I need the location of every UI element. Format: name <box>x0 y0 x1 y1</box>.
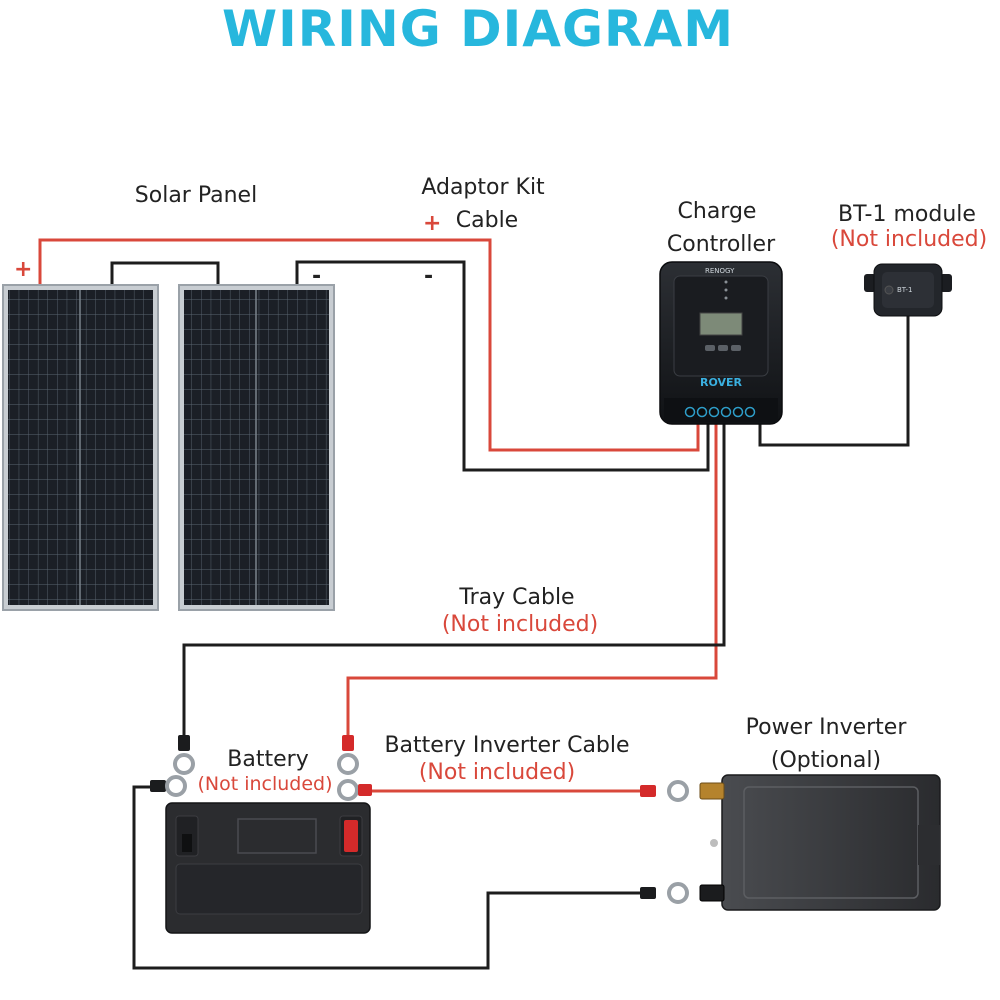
power-inverter-label: Power Inverter <box>746 715 908 740</box>
charge-label: Charge <box>678 199 757 224</box>
bt1-module-label: BT-1 module <box>838 202 976 227</box>
bt1-note: (Not included) <box>831 227 987 252</box>
ring-terminal-icon <box>640 780 689 802</box>
ring-terminal-icon <box>150 775 187 797</box>
battery-label: Battery <box>227 747 308 772</box>
battery-inverter-cable-note: (Not included) <box>419 760 575 785</box>
ring-terminal-icon <box>173 735 195 775</box>
controller-brand: RENOGY <box>705 267 735 275</box>
controller-label: Controller <box>667 232 776 257</box>
battery-positive-wire <box>346 422 718 735</box>
adaptor-positive-sign: + <box>423 211 441 236</box>
battery-icon <box>165 802 371 934</box>
bt1-module-icon: BT-1 <box>864 263 952 317</box>
solar-panel-left <box>2 284 159 611</box>
solar-panel-right <box>178 284 335 611</box>
tray-cable-note: (Not included) <box>442 612 598 637</box>
adaptor-negative-sign: - <box>424 264 433 289</box>
ring-terminal-icon <box>640 882 689 904</box>
controller-model: ROVER <box>700 376 743 389</box>
ring-terminal-icon <box>337 779 372 801</box>
adaptor-cable-label: Cable <box>456 208 518 233</box>
battery-inverter-cable-label: Battery Inverter Cable <box>384 733 629 758</box>
ring-terminal-icon <box>337 735 359 775</box>
adaptor-kit-label: Adaptor Kit <box>421 175 545 200</box>
bt1-cable <box>758 315 910 447</box>
panel-positive-sign: + <box>14 257 32 282</box>
inverter-negative-wire <box>132 785 640 970</box>
svg-text:BT-1: BT-1 <box>897 286 912 294</box>
panel-series-jumper <box>110 261 220 285</box>
solar-panel-label: Solar Panel <box>135 183 257 208</box>
tray-cable-label: Tray Cable <box>458 585 574 610</box>
panel-positive-wire <box>38 238 700 452</box>
charge-controller-icon: RENOGY ROVER <box>659 261 783 425</box>
diagram-title: WIRING DIAGRAM <box>222 0 734 58</box>
power-inverter-optional: (Optional) <box>771 748 881 773</box>
power-inverter-icon <box>699 774 941 911</box>
panel-negative-wire <box>295 260 710 472</box>
battery-negative-wire <box>182 422 726 735</box>
battery-note: (Not included) <box>197 773 332 795</box>
panel-negative-sign: - <box>312 264 321 289</box>
